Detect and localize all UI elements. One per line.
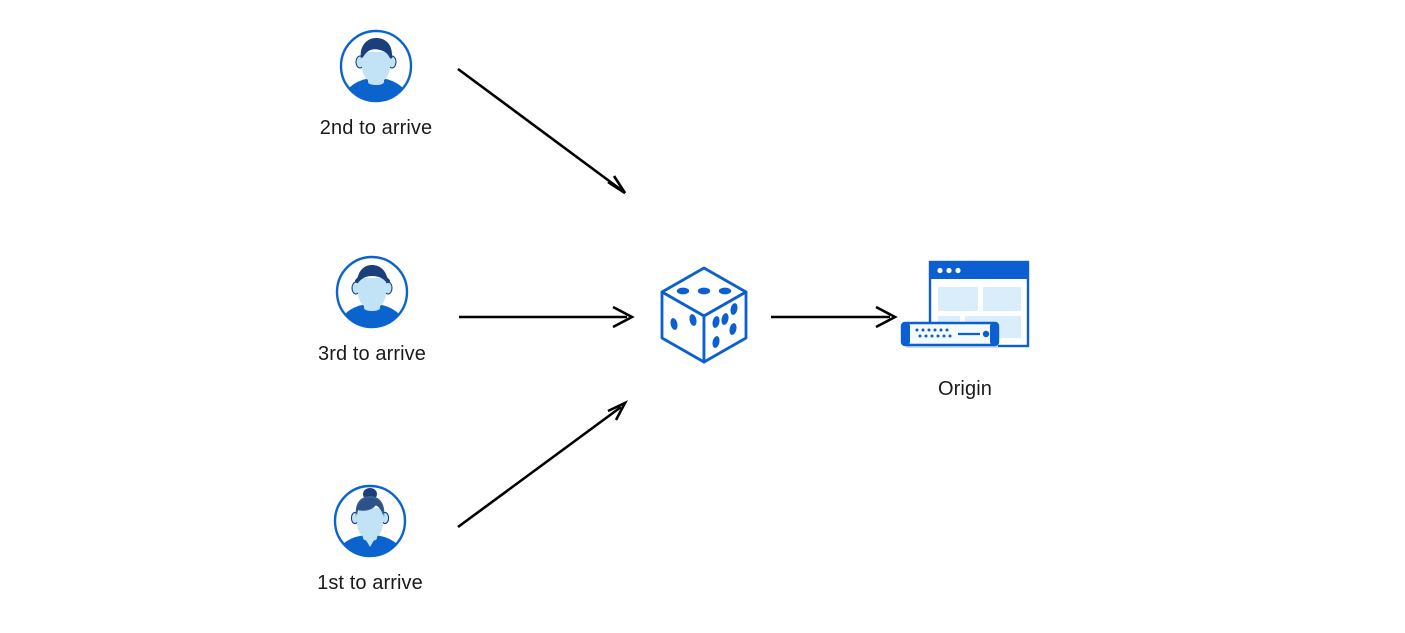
user-avatar-icon xyxy=(338,28,414,104)
node-origin[interactable]: Origin xyxy=(890,255,1040,401)
node-label-origin: Origin xyxy=(938,378,992,400)
origin-server-icon xyxy=(890,255,1040,365)
dice-icon xyxy=(655,262,753,368)
arrow-user3-to-dice xyxy=(457,400,628,529)
arrow-user1-to-dice xyxy=(457,67,627,195)
node-user-first[interactable]: 1st to arrive xyxy=(300,483,440,595)
node-randomizer[interactable] xyxy=(655,262,753,368)
server-device xyxy=(900,321,1000,348)
user-avatar-icon xyxy=(334,254,410,330)
user-avatar-icon xyxy=(332,483,408,559)
node-label-user-first: 1st to arrive xyxy=(317,572,423,594)
node-user-third[interactable]: 3rd to arrive xyxy=(302,254,442,366)
arrow-user2-to-dice xyxy=(459,305,635,329)
node-label-user-second: 2nd to arrive xyxy=(319,117,433,139)
node-user-second[interactable]: 2nd to arrive xyxy=(306,28,446,140)
node-label-user-third: 3rd to arrive xyxy=(317,343,426,365)
arrow-dice-to-origin xyxy=(771,305,898,329)
